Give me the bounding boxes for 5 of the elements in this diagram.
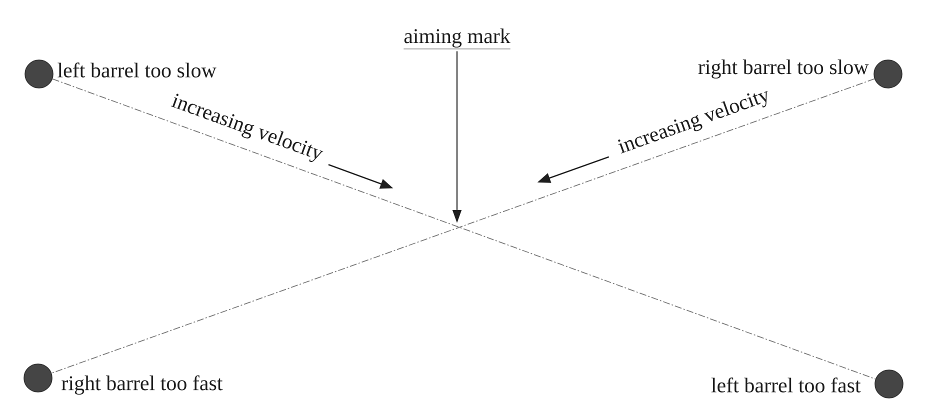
point-label: right barrel too slow [698, 59, 869, 79]
point-label: left barrel too fast [711, 378, 861, 392]
point-label: left barrel too slow [58, 62, 216, 78]
point-label: right barrel too fast [62, 375, 223, 395]
text-label: aiming mark [403, 28, 511, 50]
